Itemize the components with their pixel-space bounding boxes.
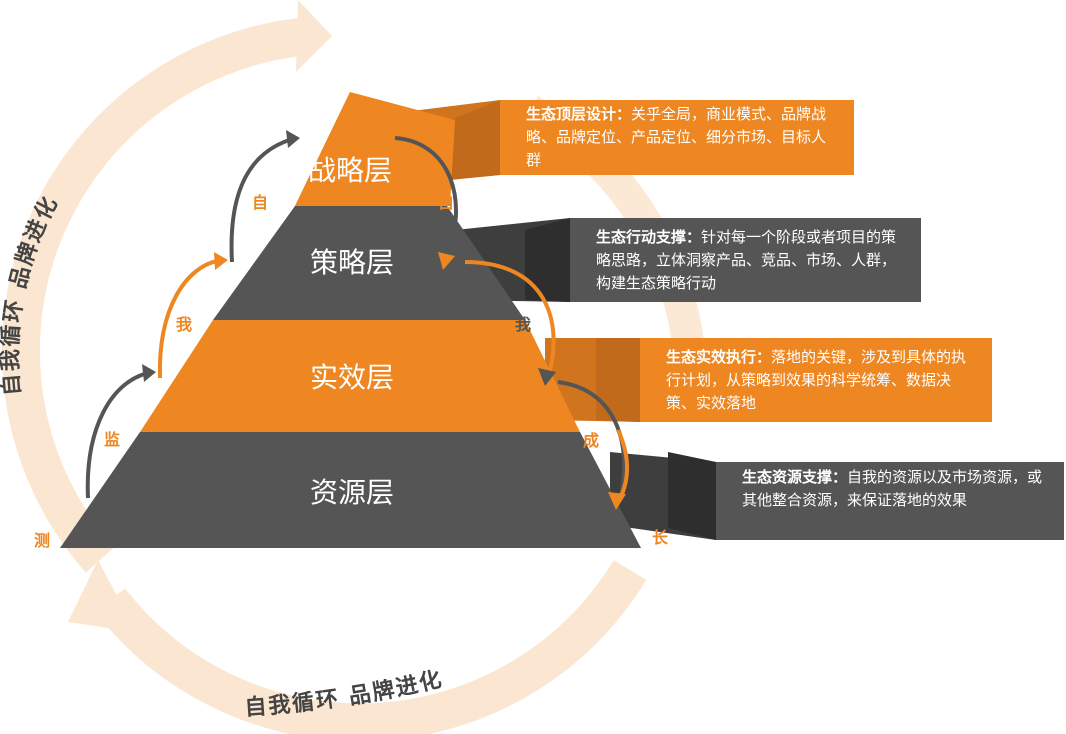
right-char-4: 长: [652, 528, 669, 547]
arrow-head-icon: [608, 492, 626, 510]
description-box-2: 生态行动支撑：针对每一个阶段或者项目的策略思路，立体洞察产品、竞品、市场、人群，…: [570, 218, 921, 302]
description-title-2: 生态行动支撑：: [596, 228, 702, 246]
arrow-head-icon: [438, 252, 455, 270]
description-text-1: 关乎全局，商业模式、品牌战略、品牌定位、产品定位、细分市场、目标人群: [526, 105, 827, 169]
left-char-4: 自: [252, 193, 268, 212]
right-arrows: [394, 136, 630, 510]
left-char-2: 监: [104, 430, 120, 449]
left-chars: 测 监 我 自: [34, 193, 268, 550]
layer-label-2: 策略层: [310, 246, 394, 279]
description-text-4: 自我的资源以及市场资源，或其他整合资源，来保证落地的效果: [742, 468, 1043, 509]
description-box-4: 生态资源支撑：自我的资源以及市场资源，或其他整合资源，来保证落地的效果: [716, 462, 1064, 540]
arrow-head-icon: [538, 368, 556, 386]
description-box-1: 生态顶层设计：关乎全局，商业模式、品牌战略、品牌定位、产品定位、细分市场、目标人…: [500, 100, 854, 175]
arrow-head-icon: [214, 252, 228, 270]
cycle-arrow-bottom-icon: [68, 560, 136, 632]
description-title-4: 生态资源支撑：: [742, 468, 848, 486]
description-text-2: 针对每一个阶段或者项目的策略思路，立体洞察产品、竞品、市场、人群，构建生态策略行…: [596, 228, 897, 292]
arrow-head-icon: [286, 130, 300, 148]
layer-label-4: 资源层: [310, 476, 394, 509]
description-title-3: 生态实效执行：: [666, 348, 772, 366]
right-char-3: 成: [583, 431, 599, 450]
layer-execution: [140, 320, 580, 432]
right-char-1: 自: [438, 193, 454, 212]
cycle-arrow-top-icon: [296, 0, 332, 72]
description-text-3: 落地的关键，涉及到具体的执行计划，从策略到效果的科学统筹、数据决策、实效落地: [666, 348, 967, 412]
layer-label-3: 实效层: [310, 361, 394, 394]
arrow-head-icon: [142, 364, 156, 382]
layer-label-1: 战略层: [308, 154, 392, 187]
left-arrows: [85, 130, 300, 499]
left-char-3: 我: [176, 315, 192, 334]
layer-resource: [60, 432, 641, 548]
right-char-2: 我: [515, 315, 531, 334]
pyramid: 战略层 策略层 实效层 资源层: [60, 92, 641, 548]
left-char-1: 测: [34, 531, 50, 550]
description-box-3: 生态实效执行：落地的关键，涉及到具体的执行计划，从策略到效果的科学统筹、数据决策…: [640, 338, 992, 422]
description-title-1: 生态顶层设计：: [526, 105, 632, 123]
right-chars: 自 我 成 长: [438, 193, 669, 547]
layer-tactic: [213, 206, 525, 320]
